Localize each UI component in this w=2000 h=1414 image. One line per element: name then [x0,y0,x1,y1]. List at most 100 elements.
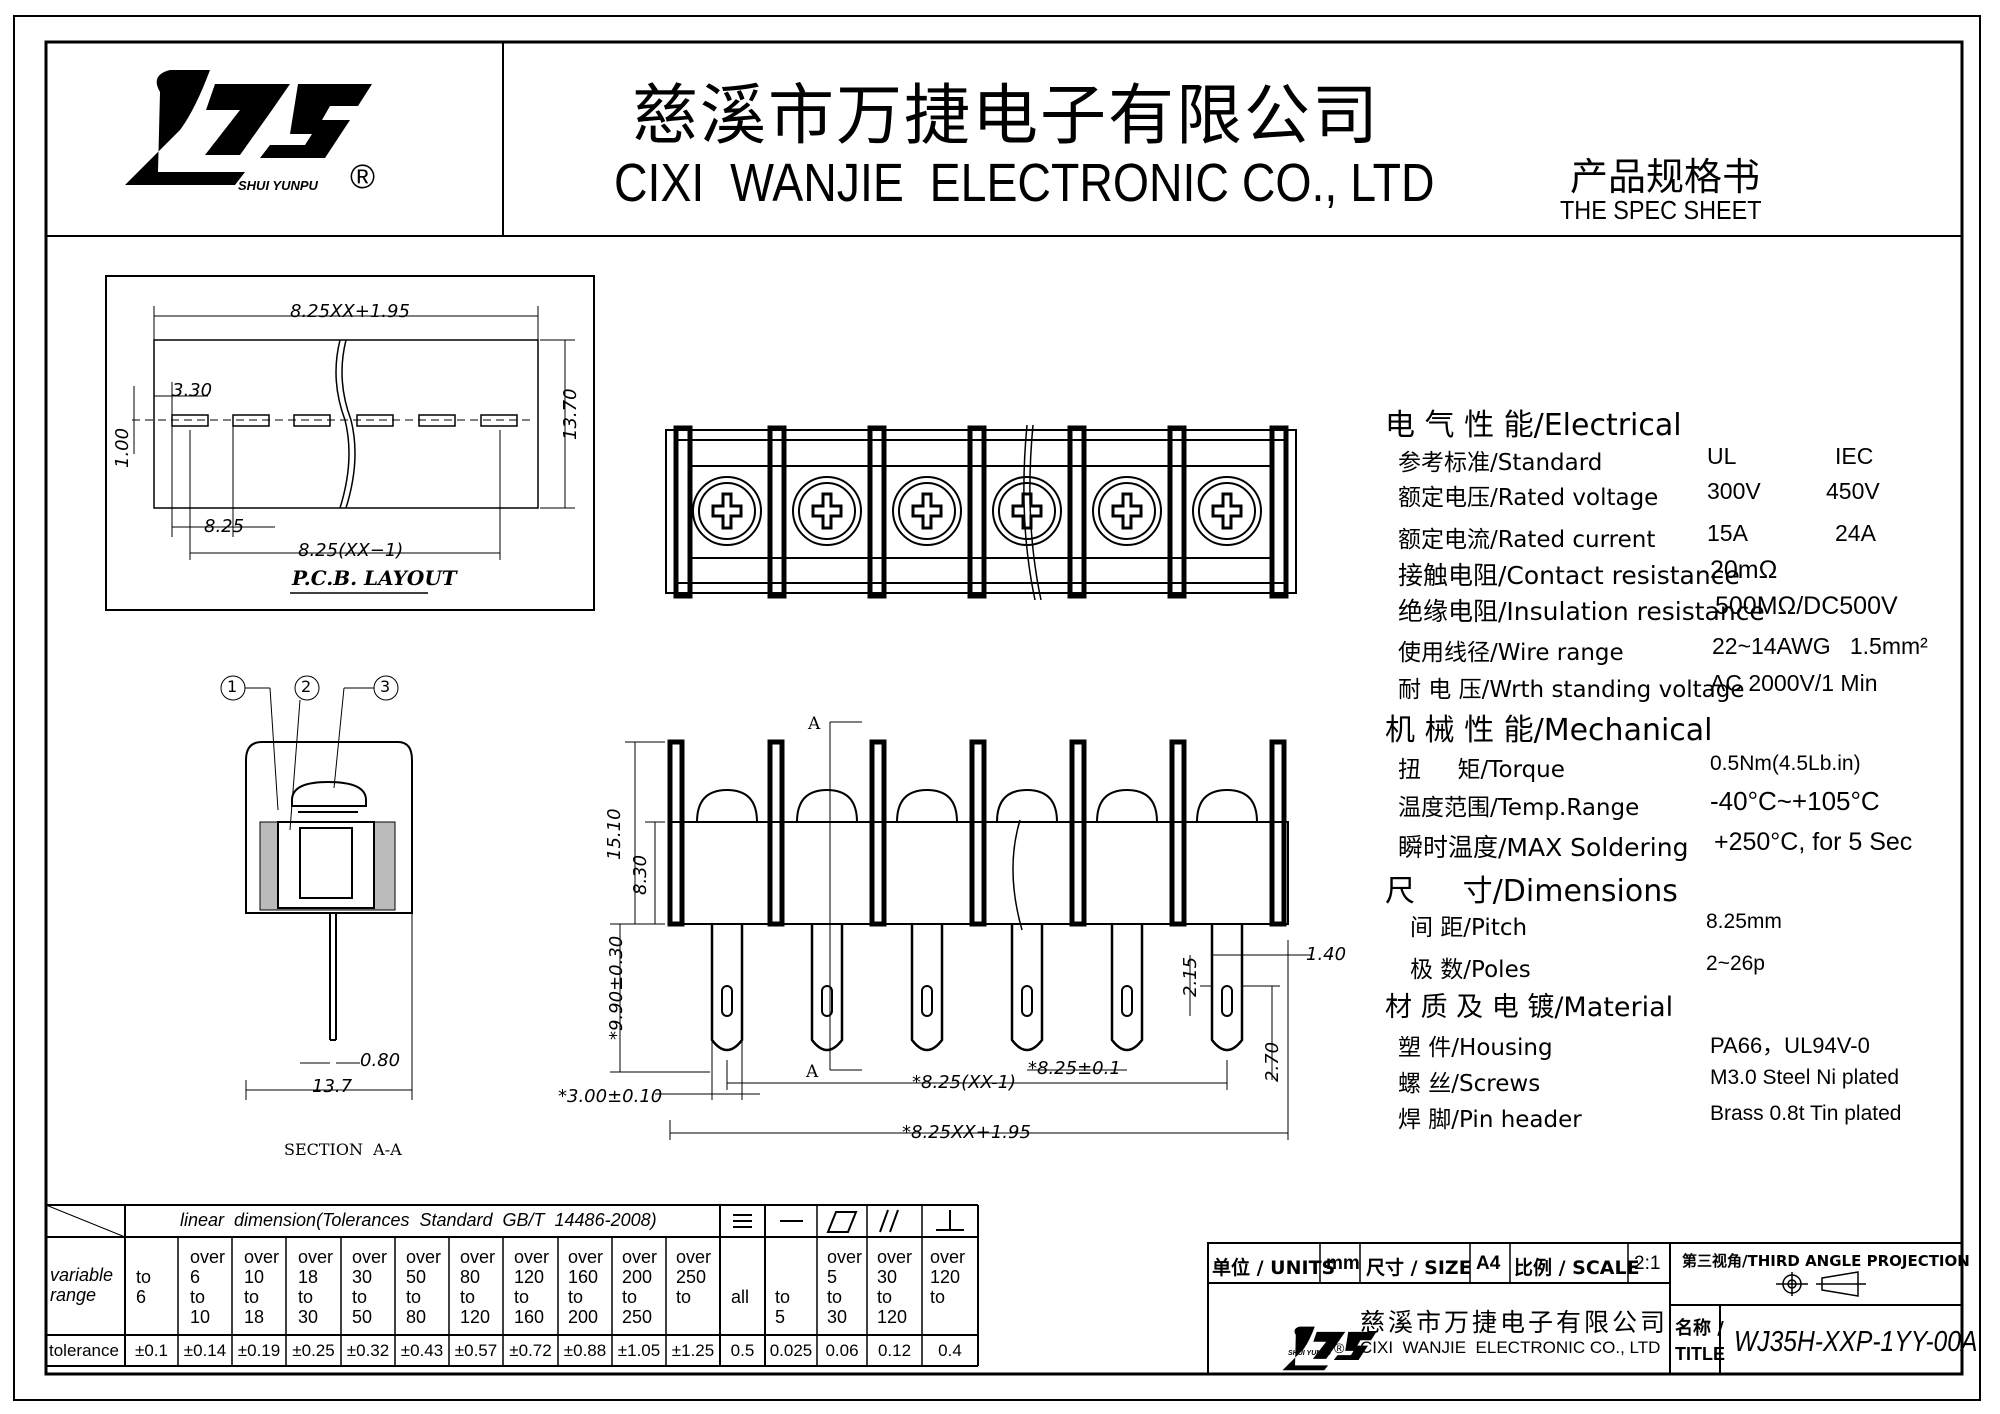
scale-label: 比例 / SCALE [1514,1257,1640,1279]
tolerance-cell: ±1.05 [617,1341,661,1360]
voltage-ul: 300V [1707,478,1761,504]
current-ul: 15A [1707,520,1748,546]
current-label: 额定电流/Rated current [1398,527,1656,553]
pin-label: 焊 脚/Pin header [1398,1107,1582,1133]
row-label-range: variable range [50,1265,114,1305]
tolerance-cell: ±0.32 [346,1341,390,1360]
top-view-terminal [665,424,1297,601]
geo-tolerance-cell: 0.12 [877,1341,912,1360]
company-name-cn: 慈溪市万捷电子有限公司 [632,77,1380,154]
name-label-en: TITLE [1675,1344,1725,1364]
tolerance-cell: ±0.25 [292,1341,335,1360]
screws-label: 螺 丝/Screws [1398,1071,1541,1097]
doc-title-en: THE SPEC SHEET [1560,195,1762,225]
range-cell: over 200 to 250 [622,1247,658,1327]
geo-range-cell: all [731,1287,750,1307]
solder-value: +250°C, for 5 Sec [1714,828,1913,856]
tolerance-table-grid [45,1204,979,1367]
section-mark-bottom: A [806,1062,819,1082]
standard-ul: UL [1707,443,1737,469]
section-dim-080: 0.80 [360,1050,401,1071]
title-block-company-en: CIXI WANJIE ELECTRONIC CO., LTD [1360,1338,1661,1357]
title-block-grid [1207,1242,1963,1375]
tolerance-cell: ±0.57 [454,1341,498,1360]
section-dim-137: 13.7 [312,1076,353,1097]
voltage-label: 额定电压/Rated voltage [1398,485,1659,511]
title-block-logo-text: SHUI YUNPU [1288,1350,1332,1357]
material-heading: 材 质 及 电 镀/Material [1385,992,1674,1023]
poles-value: 2~26p [1706,952,1765,975]
projection-label: 第三视角/THIRD ANGLE PROJECTION [1682,1252,1970,1270]
section-view [245,741,413,1041]
range-cell: over 6 to 10 [190,1247,226,1327]
geo-tolerance-cell: 0.5 [730,1341,755,1360]
insulation-value: 500MΩ/DC500V [1715,592,1898,620]
tolerance-cell: ±1.25 [671,1341,715,1360]
tolerance-cell: ±0.43 [400,1341,444,1360]
tolerance-cell: ±0.72 [509,1341,552,1360]
range-cell: over 250 to [676,1247,712,1307]
poles-label: 极 数/Poles [1410,957,1531,983]
geo-range-cell: over 30 to 120 [877,1247,913,1327]
front-dim-215: 2.15 [1180,956,1201,997]
contact-label: 接触电阻/Contact resistance [1398,561,1740,590]
housing-value: PA66，UL94V-0 [1710,1033,1870,1058]
company-name-en: CIXI WANJIE ELECTRONIC CO., LTD [614,153,1435,213]
geo-range-cell: to 5 [775,1287,791,1327]
wire-value: 22~14AWG 1.5mm² [1712,633,1928,659]
pitch-label: 间 距/Pitch [1410,915,1528,941]
contact-value: 20mΩ [1710,556,1778,584]
tolerance-cell: ±0.19 [237,1341,281,1360]
front-dim-1510: 15.10 [604,808,625,860]
front-view-terminal [667,739,1289,1052]
range-cell: over 30 to 50 [352,1247,388,1327]
logo-text: SHUI YUNPU [238,178,318,193]
section-mark-top: A [808,714,821,734]
pcb-dim-total: 8.25XX+1.95 [290,301,410,322]
geo-tolerance-cell: 0.025 [769,1341,813,1360]
screws-value: M3.0 Steel Ni plated [1710,1066,1900,1089]
torque-value: 0.5Nm(4.5Lb.in) [1710,752,1861,775]
name-label-cn: 名称 / [1675,1318,1724,1339]
tolerance-cell: ±0.14 [183,1341,227,1360]
current-iec: 24A [1835,520,1876,546]
front-dim-total: *8.25XX+1.95 [902,1122,1031,1143]
front-dim-830: 8.30 [630,854,651,895]
part-number: WJ35H-XXP-1YY-00A [1734,1326,1978,1358]
housing-label: 塑 件/Housing [1398,1035,1553,1061]
tolerance-cell: ±0.1 [135,1341,168,1360]
title-block-registered: ® [1334,1340,1345,1356]
pitch-value: 8.25mm [1706,910,1782,933]
standard-iec: IEC [1835,443,1874,469]
tolerance-title: linear dimension(Tolerances Standard GB/… [180,1210,657,1230]
insulation-label: 绝缘电阻/Insulation resistance [1398,597,1765,626]
front-dim-140: 1.40 [1306,944,1347,965]
title-block-logo [1282,1326,1377,1371]
geometric-tolerance-symbols [733,1209,964,1233]
standard-label: 参考标准/Standard [1398,450,1603,476]
pcb-layout-label: P.C.B. LAYOUT [292,566,457,590]
geo-tolerance-cell: 0.4 [938,1341,962,1360]
range-cell: over 120 to 160 [514,1247,550,1327]
pcb-dim-pitch-total: 8.25(XX−1) [298,540,404,561]
temp-label: 温度范围/Temp.Range [1398,795,1640,821]
tolerance-cell: ±0.88 [563,1341,607,1360]
range-cell: over 10 to 18 [244,1247,280,1327]
mechanical-heading: 机 械 性 能/Mechanical [1385,713,1713,748]
dimensions-heading: 尺 寸/Dimensions [1385,874,1678,909]
title-block-company-cn: 慈溪市万捷电子有限公司 [1360,1308,1669,1337]
withstand-label: 耐 电 压/Wrth standing voltage [1398,677,1745,703]
front-dim-990: *9.90±0.30 [606,935,627,1040]
torque-label: 扭 矩/Torque [1398,757,1565,783]
front-dim-pitch: *8.25±0.1 [1028,1058,1121,1079]
section-callout-2-label: 2 [301,677,312,696]
section-callout-1-label: 1 [227,677,238,696]
front-dim-300: *3.00±0.10 [558,1086,663,1107]
section-callout-3-label: 3 [380,677,391,696]
geo-tolerance-cell: 0.06 [825,1341,859,1360]
row-label-tolerance: tolerance [49,1341,119,1360]
section-label: SECTION A-A [284,1140,402,1159]
units-value: mm [1326,1253,1360,1274]
callout-1: ① [220,673,221,674]
